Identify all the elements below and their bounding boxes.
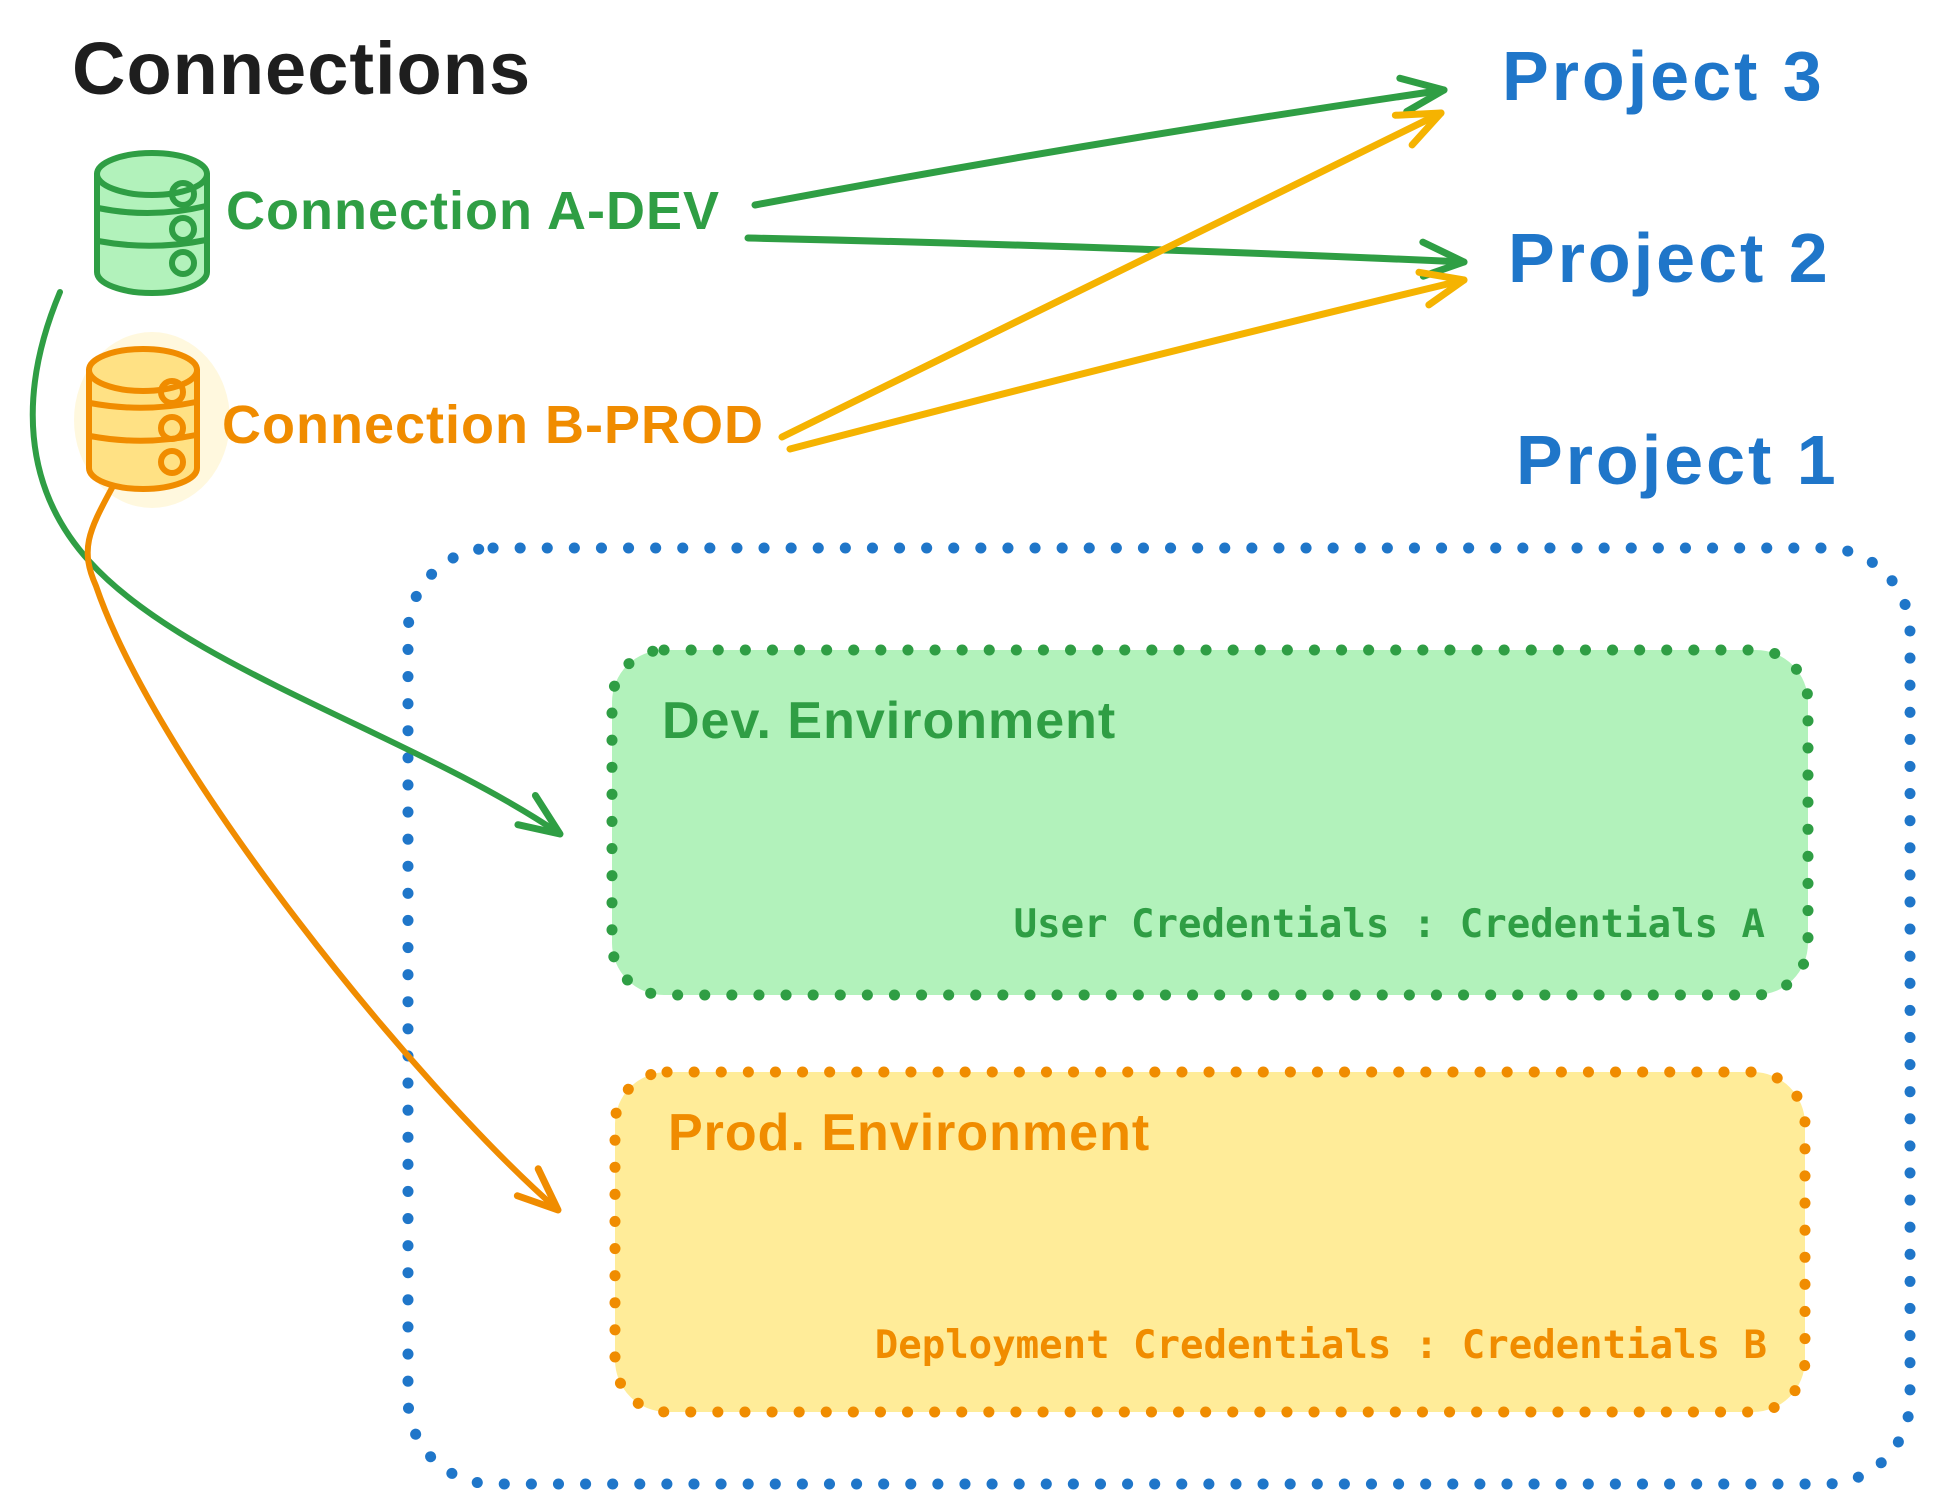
- arrow-a-dev-to-dev-environment: [29, 289, 564, 838]
- dev-environment-title: Dev. Environment: [662, 692, 1117, 750]
- dev-environment-box: [606, 644, 1814, 1001]
- arrow-b-prod-to-project-2: [786, 268, 1468, 453]
- prod-environment-box: [609, 1066, 1811, 1418]
- diagram-title: Connections: [72, 27, 532, 110]
- arrow-b-prod-to-project-3: [778, 109, 1445, 441]
- project-1-boundary-box: [402, 542, 1916, 1490]
- arrow-a-dev-to-project-3: [751, 74, 1448, 209]
- arrow-a-dev-to-project-2: [744, 234, 1468, 280]
- project-2-label: Project 2: [1508, 219, 1831, 297]
- database-icon-b-prod: [74, 332, 230, 508]
- arrow-b-prod-to-prod-environment: [84, 485, 562, 1214]
- database-icon-a-dev: [94, 150, 210, 296]
- prod-environment-title: Prod. Environment: [668, 1104, 1151, 1162]
- dev-environment-credentials: User Credentials : Credentials A: [1013, 902, 1765, 947]
- connection-a-dev-label: Connection A-DEV: [226, 181, 720, 241]
- prod-environment-credentials: Deployment Credentials : Credentials B: [874, 1323, 1767, 1368]
- project-1-label: Project 1: [1516, 421, 1839, 499]
- connection-b-prod-label: Connection B-PROD: [222, 395, 764, 455]
- project-3-label: Project 3: [1502, 37, 1825, 115]
